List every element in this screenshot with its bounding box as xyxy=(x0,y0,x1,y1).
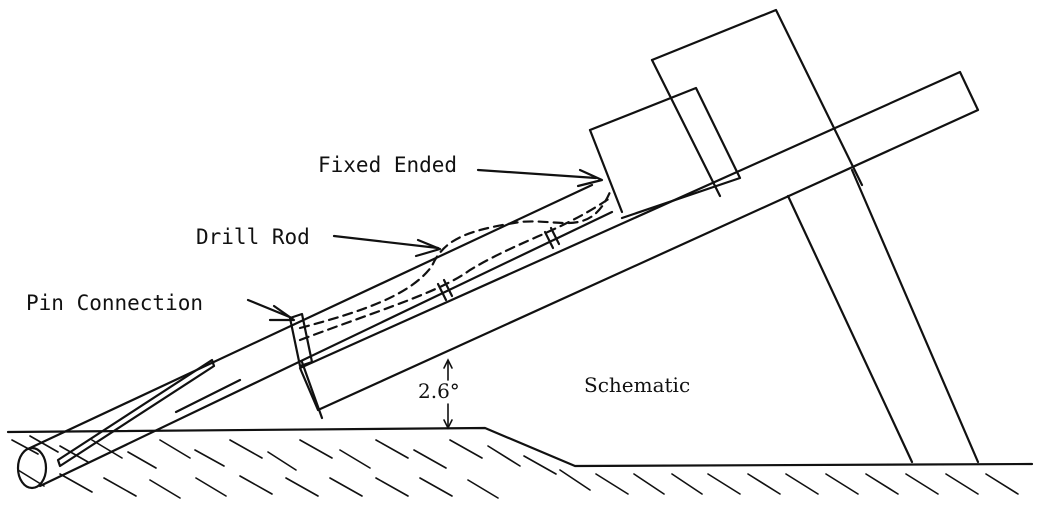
angle-dimension xyxy=(443,358,453,430)
ground-line xyxy=(6,426,1034,468)
rod-slot xyxy=(56,358,216,468)
spacer-1 xyxy=(436,278,454,302)
ground xyxy=(6,426,1034,499)
leg-left xyxy=(786,194,914,464)
connectors xyxy=(288,226,561,368)
rod-top-edge xyxy=(28,183,594,450)
arrow-drill-rod xyxy=(332,234,440,250)
drill-rod xyxy=(16,183,614,490)
pin-connection-marker xyxy=(288,312,314,368)
buckled-rod-shape xyxy=(298,190,612,330)
frame xyxy=(588,8,980,464)
rear-post-left xyxy=(650,58,722,198)
label-schematic: Schematic xyxy=(584,373,690,397)
leader-arrows xyxy=(246,168,604,322)
rear-post xyxy=(650,8,864,187)
label-fixed-ended: Fixed Ended xyxy=(318,153,457,177)
label-pin-connection: Pin Connection xyxy=(26,291,203,315)
label-angle: 2.6° xyxy=(418,379,460,403)
arrow-fixed-ended xyxy=(476,168,598,180)
support-foot xyxy=(300,360,324,420)
label-drill-rod: Drill Rod xyxy=(196,225,310,249)
support-beam xyxy=(298,70,980,412)
rod-bottom-edge xyxy=(38,210,614,488)
leg-right xyxy=(850,168,980,464)
arrow-pin-connection xyxy=(246,298,294,320)
clamp-block xyxy=(588,86,742,220)
ground-hatching xyxy=(11,435,1019,499)
rod-end xyxy=(16,446,48,490)
